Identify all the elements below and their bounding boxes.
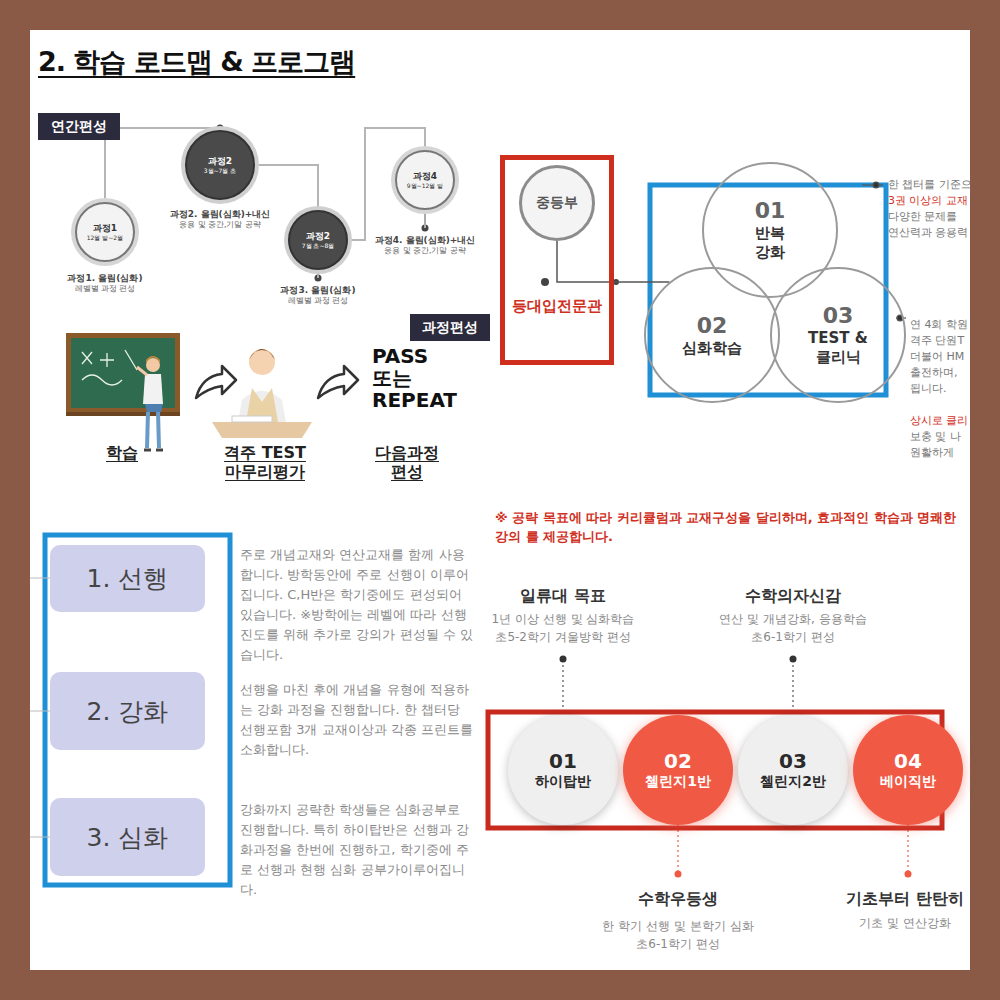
stage-circle: 과정27월 초~8월 xyxy=(288,210,348,270)
node-text: 연간편성 xyxy=(51,118,107,136)
stage-circle: 과정49월~12월 말 xyxy=(395,150,455,210)
node-text: 3월~7월 초 xyxy=(204,167,237,175)
node-text: 과정2 xyxy=(306,231,330,242)
label-text: 선행을 마친 후에 개념을 유형에 적용하는 강화 과정을 진행합니다. 한 챕… xyxy=(240,680,475,760)
node-text: 첼린지2반 xyxy=(760,773,826,791)
label-text: 격주 단원T xyxy=(910,334,980,348)
label-text: 연산력과 응용력 xyxy=(888,226,978,240)
node-text: 9월~12월 말 xyxy=(407,182,443,190)
flow-arrows xyxy=(196,366,358,398)
node-text: 과정2 xyxy=(208,156,232,167)
label-text: ※ 공략 목표에 따라 커리큘럼과 교재구성을 달리하며, 효과적인 학습과 명… xyxy=(495,508,965,546)
node-text: 과정1 xyxy=(93,223,117,234)
label-text: 됩니다. xyxy=(910,382,980,396)
venn-circle: 02심화학습 xyxy=(644,267,780,403)
node-text: 03 xyxy=(779,749,807,773)
label-text: 다음과정 편성 xyxy=(367,443,447,481)
node-text: 베이직반 xyxy=(880,773,936,791)
node-text: 3. 심화 xyxy=(87,821,169,854)
node-text: 12월 말~2월 xyxy=(87,234,123,242)
node-text: 반복 강화 xyxy=(750,224,790,262)
section-tag: 연간편성 xyxy=(38,113,120,140)
label-text: 초5-2학기 겨울방학 편성 xyxy=(478,629,648,646)
label-text: 일류대 목표 xyxy=(478,586,648,607)
stage-box: 2. 강화 xyxy=(50,672,205,750)
venn-circle: 01반복 강화 xyxy=(702,162,838,298)
node-text: 중등부 xyxy=(536,194,578,212)
connector xyxy=(255,165,318,210)
label-text: 주로 개념교재와 연산교재를 함께 사용합니다. 방학동안에 주로 선행이 이루… xyxy=(240,545,475,665)
stage-box: 1. 선행 xyxy=(50,545,205,612)
stage-ticks xyxy=(30,578,50,837)
division-circle: 중등부 xyxy=(519,165,595,241)
node-text: 03 xyxy=(823,303,854,329)
highlight-frame: 등대입전문관 중등부 xyxy=(500,155,614,365)
student-illustration xyxy=(212,349,312,438)
timeline-dots xyxy=(217,125,620,287)
stage-circle: 과정112월 말~2월 xyxy=(75,202,135,262)
label-text: 연산 및 개념강화, 응용학습 xyxy=(703,611,883,628)
label-text: 초6-1학기 편성 xyxy=(703,629,883,646)
label-text: 한 학기 선행 및 본학기 심화 xyxy=(588,918,768,935)
node-text: 7월 초~8월 xyxy=(302,242,335,250)
label-text: 격주 TEST 마무리평가 xyxy=(218,443,313,481)
page-title: 2. 학습 로드맵 & 프로그램 xyxy=(38,44,355,80)
stage-box: 3. 심화 xyxy=(50,798,205,876)
label-text: 한 챕터를 기준으 xyxy=(888,178,978,192)
label-text: 기초부터 탄탄히 xyxy=(843,889,967,910)
node-text: 첼린지1반 xyxy=(645,773,711,791)
label-text: 응용 및 중간,기말 공략 xyxy=(155,220,285,230)
label-text: 보충 및 나 xyxy=(910,430,980,444)
node-text: 2. 강화 xyxy=(87,695,169,728)
label-text: 3권 이상의 교재 xyxy=(888,194,978,208)
label-text: 출전하며, xyxy=(910,366,980,380)
label-text: 수학우등생 xyxy=(588,889,768,910)
label-text: 1년 이상 선행 및 심화학습 xyxy=(478,611,648,628)
label-text: 상시로 클리 xyxy=(910,414,980,428)
white-panel xyxy=(30,30,970,970)
node-text: 01 xyxy=(549,749,577,773)
label-text: PASS 또는 REPEAT xyxy=(372,345,454,411)
label-text: 원활하게 xyxy=(910,446,980,460)
label-text: 다양한 문제를 xyxy=(888,210,978,224)
label-text: 레벨별 과정 편성 xyxy=(45,284,165,294)
node-text: 04 xyxy=(894,749,922,773)
node-text: 02 xyxy=(664,749,692,773)
label-text: 연 4회 학원 xyxy=(910,318,980,332)
node-text: 02 xyxy=(697,313,728,339)
label-text: 학습 xyxy=(82,443,162,462)
node-text: 과정4 xyxy=(413,171,437,182)
section-tag: 과정편성 xyxy=(410,314,490,341)
node-text: 하이탑반 xyxy=(535,773,591,791)
label-text: 과정4. 올림(심화)+내신 xyxy=(370,234,480,247)
label-text: 수학의자신감 xyxy=(703,586,883,607)
label-text: 과정2. 올림(심화)+내신 xyxy=(155,208,285,221)
node-text: 등대입전문관 xyxy=(512,297,602,316)
label-text: 강화까지 공략한 학생들은 심화공부로 진행합니다. 특히 하이탑반은 선행과 … xyxy=(240,800,475,900)
label-text: 더불어 HM xyxy=(910,350,980,364)
label-text: 과정3. 올림(심화) xyxy=(258,284,378,297)
label-text: 초6-1학기 편성 xyxy=(588,936,768,953)
class-circle: 04베이직반 xyxy=(853,715,963,825)
node-text: 01 xyxy=(755,198,786,224)
teacher-illustration xyxy=(66,333,180,450)
label-text: 레벨별 과정 편성 xyxy=(258,296,378,306)
node-text: 1. 선행 xyxy=(87,562,169,595)
stage-frame xyxy=(45,535,230,885)
class-circle: 01하이탑반 xyxy=(508,715,618,825)
label-text: 응용 및 중간,기말 공략 xyxy=(370,246,480,256)
node-text: 심화학습 xyxy=(682,339,742,358)
venn-frame xyxy=(650,185,886,395)
class-circle: 03첼린지2반 xyxy=(738,715,848,825)
class-circle: 02첼린지1반 xyxy=(623,715,733,825)
node-text: TEST & 클리닉 xyxy=(805,329,871,367)
label-text: 과정1. 올림(심화) xyxy=(45,272,165,285)
node-text: 과정편성 xyxy=(422,319,478,337)
venn-circle: 03TEST & 클리닉 xyxy=(770,267,906,403)
label-text: 기초 및 연산강화 xyxy=(843,915,967,932)
stage-circle: 과정23월~7월 초 xyxy=(185,130,255,200)
